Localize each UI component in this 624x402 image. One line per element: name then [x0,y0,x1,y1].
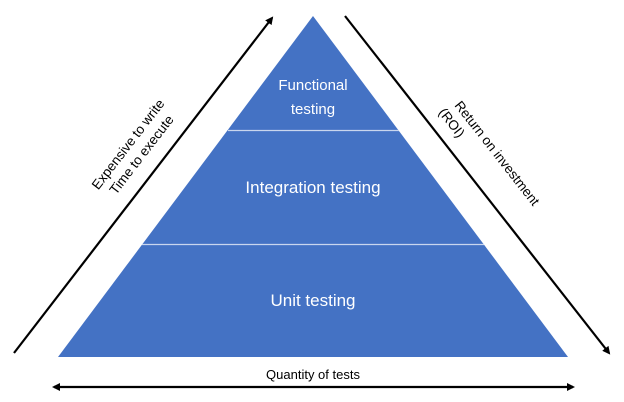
pyramid-shape [58,16,568,357]
right-axis-label-line1: Return on investment [452,98,543,209]
tier-unit-label: Unit testing [270,291,355,310]
right-axis-arrow [344,15,611,355]
tier-functional-label-line1: Functional [278,77,347,94]
left-axis-arrow [13,16,274,354]
bottom-axis-label: Quantity of tests [266,367,360,382]
tier-integration-label: Integration testing [245,178,380,197]
tier-functional-label-line2: testing [291,101,335,118]
left-axis-label: Expensive to write Time to execute [89,96,177,197]
